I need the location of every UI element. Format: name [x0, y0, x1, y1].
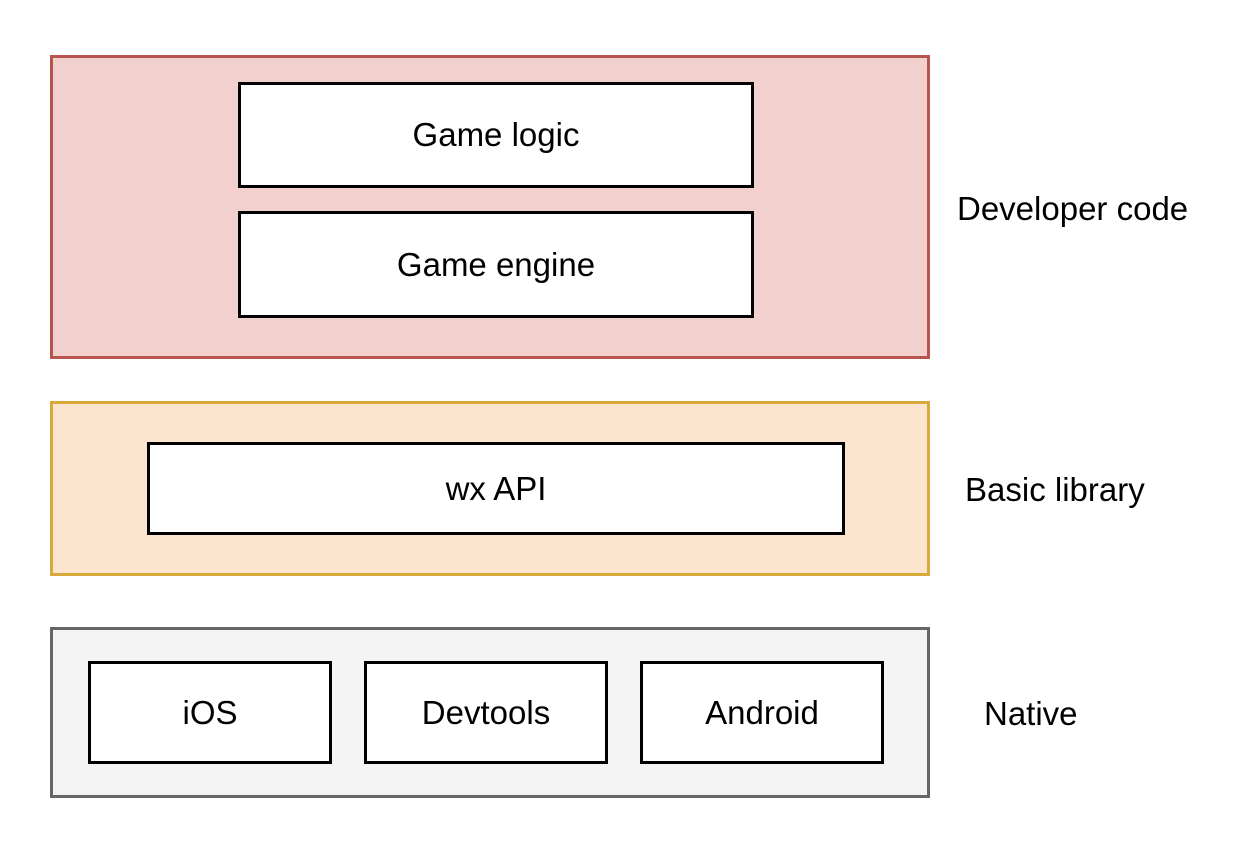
android-box: Android	[640, 661, 884, 764]
ios-label: iOS	[182, 693, 238, 731]
wx-api-box: wx API	[147, 442, 845, 535]
developer-code-layer-label: Developer code	[957, 190, 1189, 227]
game-logic-box: Game logic	[238, 82, 754, 188]
ios-box: iOS	[88, 661, 332, 764]
devtools-box: Devtools	[364, 661, 608, 764]
game-engine-box: Game engine	[238, 211, 754, 318]
wx-api-label: wx API	[445, 469, 547, 507]
android-label: Android	[705, 693, 819, 731]
basic-library-layer-label: Basic library	[965, 471, 1145, 508]
game-logic-label: Game logic	[412, 116, 580, 153]
game-engine-label: Game engine	[396, 245, 596, 283]
native-layer-label: Native	[984, 695, 1078, 732]
devtools-label: Devtools	[421, 693, 551, 731]
